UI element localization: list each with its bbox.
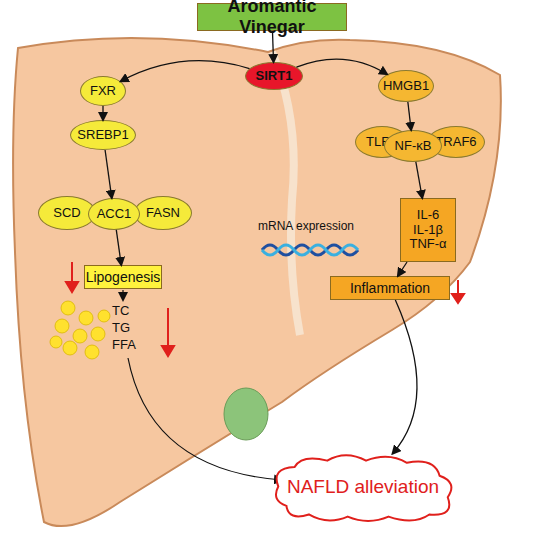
leader-arrow	[122, 290, 123, 300]
node-text: FXR	[90, 84, 116, 99]
protein-ellipse: NF-κB	[384, 130, 442, 162]
node-text: Inflammation	[350, 280, 430, 296]
arrow-connector	[408, 102, 411, 130]
treatment-box: Aromantic Vinegar	[197, 3, 347, 31]
enzyme-ellipse: FASN	[134, 196, 192, 230]
node-text: FASN	[146, 206, 180, 221]
node-text: Aromantic Vinegar	[198, 0, 346, 38]
node-text: IL-6	[417, 208, 439, 223]
annotation-label: TG	[112, 320, 130, 335]
process-box: Inflammation	[330, 276, 450, 300]
node-text: IL-1β	[413, 223, 443, 238]
decrease-arrows	[66, 262, 464, 356]
node-text: NAFLD alleviation	[287, 476, 439, 498]
dna-helix	[262, 245, 358, 255]
arrow-connector	[416, 162, 422, 198]
arrow-connector	[296, 59, 387, 74]
annotation-label: TC	[112, 303, 129, 318]
annotation-label: mRNA expression	[258, 219, 354, 233]
node-text: TNF-α	[409, 237, 446, 252]
arrow-connector	[102, 106, 103, 120]
protein-ellipse: SREBP1	[70, 120, 136, 150]
lobe-divide	[272, 52, 300, 335]
enzyme-ellipse: ACC1	[88, 198, 140, 230]
protein-ellipse: FXR	[80, 76, 126, 106]
process-box: Lipogenesis	[84, 265, 162, 289]
arrow-connector	[393, 300, 417, 454]
arrow-connector	[272, 31, 273, 62]
protein-ellipse: SIRT1	[245, 62, 303, 90]
node-text: SIRT1	[256, 69, 293, 84]
outcome-cloud: NAFLD alleviation	[266, 452, 460, 522]
fat-droplets	[50, 301, 110, 359]
node-text: HMGB1	[383, 79, 429, 94]
leader-arrow	[128, 358, 282, 480]
protein-ellipse: HMGB1	[378, 70, 434, 102]
cytokine-box: IL-6IL-1βTNF-α	[400, 198, 456, 262]
node-text: SREBP1	[77, 128, 128, 143]
gallbladder	[224, 388, 268, 440]
arrow-connector	[105, 150, 112, 198]
arrow-connector	[121, 61, 250, 82]
arrow-connector	[116, 230, 121, 265]
liver-outline	[13, 38, 501, 526]
node-text: NF-κB	[395, 139, 432, 154]
node-text: Lipogenesis	[86, 269, 161, 285]
node-text: ACC1	[97, 207, 132, 222]
arrow-connector	[398, 262, 407, 276]
annotation-label: FFA	[112, 337, 136, 352]
node-text: SCD	[53, 206, 80, 221]
